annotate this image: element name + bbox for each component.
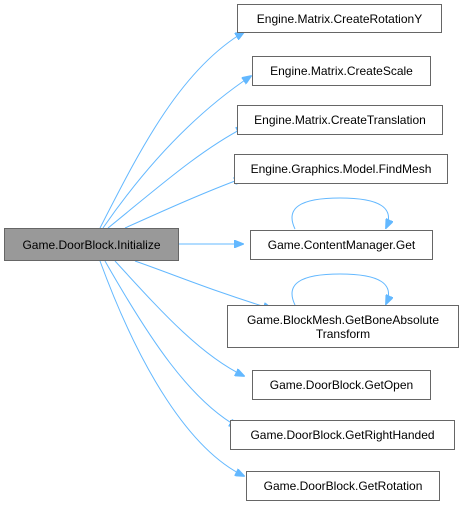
self-loop-get-bone-absolute-transform xyxy=(291,273,389,305)
self-loop-content-manager-get xyxy=(291,197,389,229)
edge-to-find-mesh xyxy=(124,178,243,229)
node-game-doorblock-initialize[interactable]: Game.DoorBlock.Initialize xyxy=(4,228,179,261)
edge-to-create-scale xyxy=(102,76,251,229)
edge-to-create-translation xyxy=(107,127,245,229)
node-game-doorblock-getrotation[interactable]: Game.DoorBlock.GetRotation xyxy=(246,471,440,501)
edge-to-create-rotation-y xyxy=(99,32,244,229)
edge-to-get-rotation xyxy=(99,260,244,476)
edge-to-get-bone-absolute-transform xyxy=(134,260,272,309)
node-engine-matrix-createrotationy[interactable]: Engine.Matrix.CreateRotationY xyxy=(237,4,442,33)
node-game-doorblock-getopen[interactable]: Game.DoorBlock.GetOpen xyxy=(252,370,431,400)
node-game-contentmanager-get[interactable]: Game.ContentManager.Get xyxy=(250,230,433,260)
node-game-doorblock-getrighthanded[interactable]: Game.DoorBlock.GetRightHanded xyxy=(230,420,455,450)
edge-to-get-right-handed xyxy=(104,260,238,427)
node-game-blockmesh-getboneabsolutetransform[interactable]: Game.BlockMesh.GetBoneAbsolute Transform xyxy=(227,305,459,348)
node-engine-matrix-createtranslation[interactable]: Engine.Matrix.CreateTranslation xyxy=(237,105,443,135)
node-engine-graphics-model-findmesh[interactable]: Engine.Graphics.Model.FindMesh xyxy=(234,154,448,184)
node-engine-matrix-createscale[interactable]: Engine.Matrix.CreateScale xyxy=(252,56,431,86)
edge-to-get-open xyxy=(114,260,244,376)
